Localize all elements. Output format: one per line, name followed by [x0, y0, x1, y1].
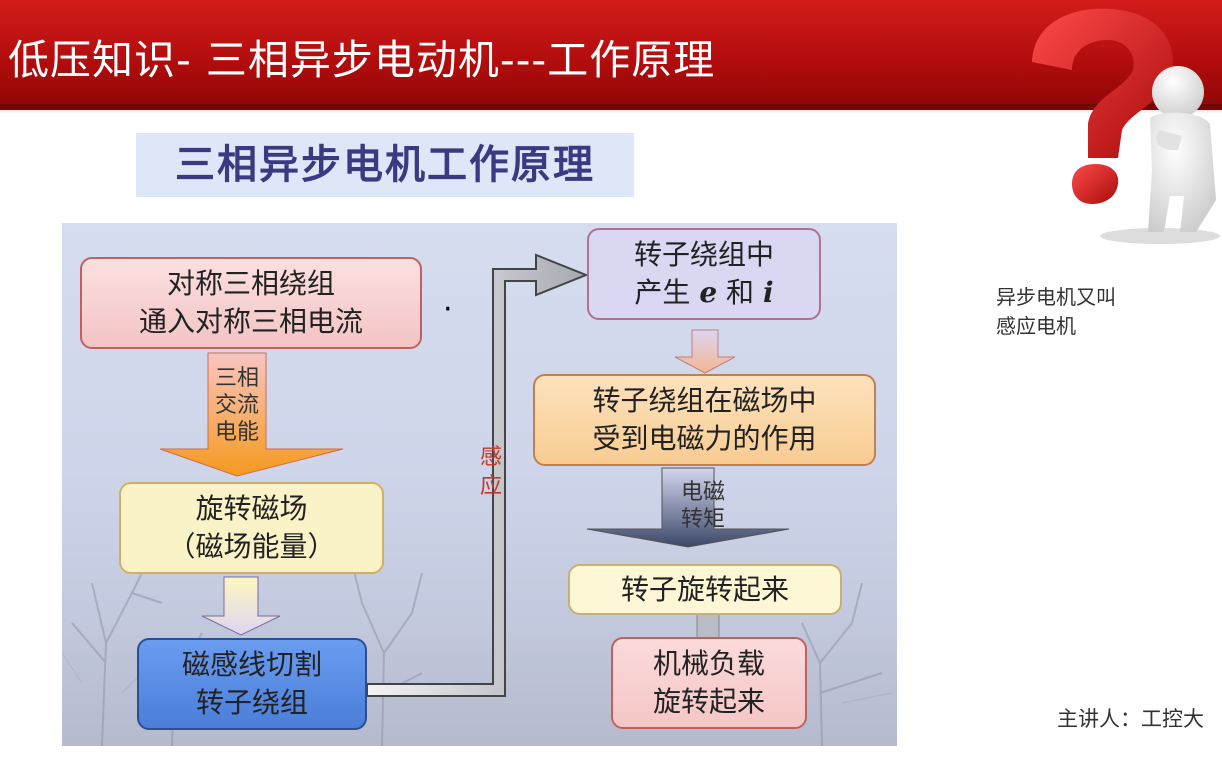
shaft-connector: [696, 612, 720, 639]
box-rotating-field: 旋转磁场 （磁场能量）: [119, 482, 384, 574]
emf-to-force-arrow: [674, 329, 736, 374]
box-load-rotates: 机械负载 旋转起来: [611, 637, 807, 729]
label-induction: 感 应: [479, 445, 502, 499]
box-rotor-emf-current: 转子绕组中 产生 e 和 i: [587, 228, 821, 320]
box-rotor-rotates: 转子旋转起来: [568, 564, 842, 615]
title-bar: 低压知识- 三相异步电动机---工作原理: [0, 0, 1222, 110]
induction-path-arrow: [366, 253, 589, 697]
label-three-phase-ac: 三相 交流 电能: [214, 366, 259, 445]
box-symmetric-windings: 对称三相绕组 通入对称三相电流: [80, 257, 422, 349]
diagram-title: 三相异步电机工作原理: [136, 133, 634, 197]
torque-arrow: [586, 467, 790, 548]
page-title: 低压知识- 三相异步电动机---工作原理: [8, 36, 716, 84]
label-em-torque: 电磁 转矩: [680, 480, 725, 532]
box-rotor-force: 转子绕组在磁场中 受到电磁力的作用: [533, 374, 876, 466]
flow-diagram: 对称三相绕组 通入对称三相电流 三相 交流 电能 旋转磁场 （磁场能量） 磁感线…: [62, 223, 897, 746]
ac-energy-arrow: [159, 352, 344, 477]
title-bar-shadow: [0, 104, 1222, 114]
side-note: 异步电机又叫 感应电机: [996, 285, 1116, 338]
presenter-credit: 主讲人：工控大: [1057, 707, 1204, 731]
box-flux-cutting: 磁感线切割 转子绕组: [137, 638, 367, 730]
arrows-layer: [159, 253, 790, 697]
stray-dot: ·: [443, 292, 453, 327]
field-to-cut-arrow: [201, 576, 281, 636]
question-mark-figure-icon: [1032, 8, 1220, 244]
